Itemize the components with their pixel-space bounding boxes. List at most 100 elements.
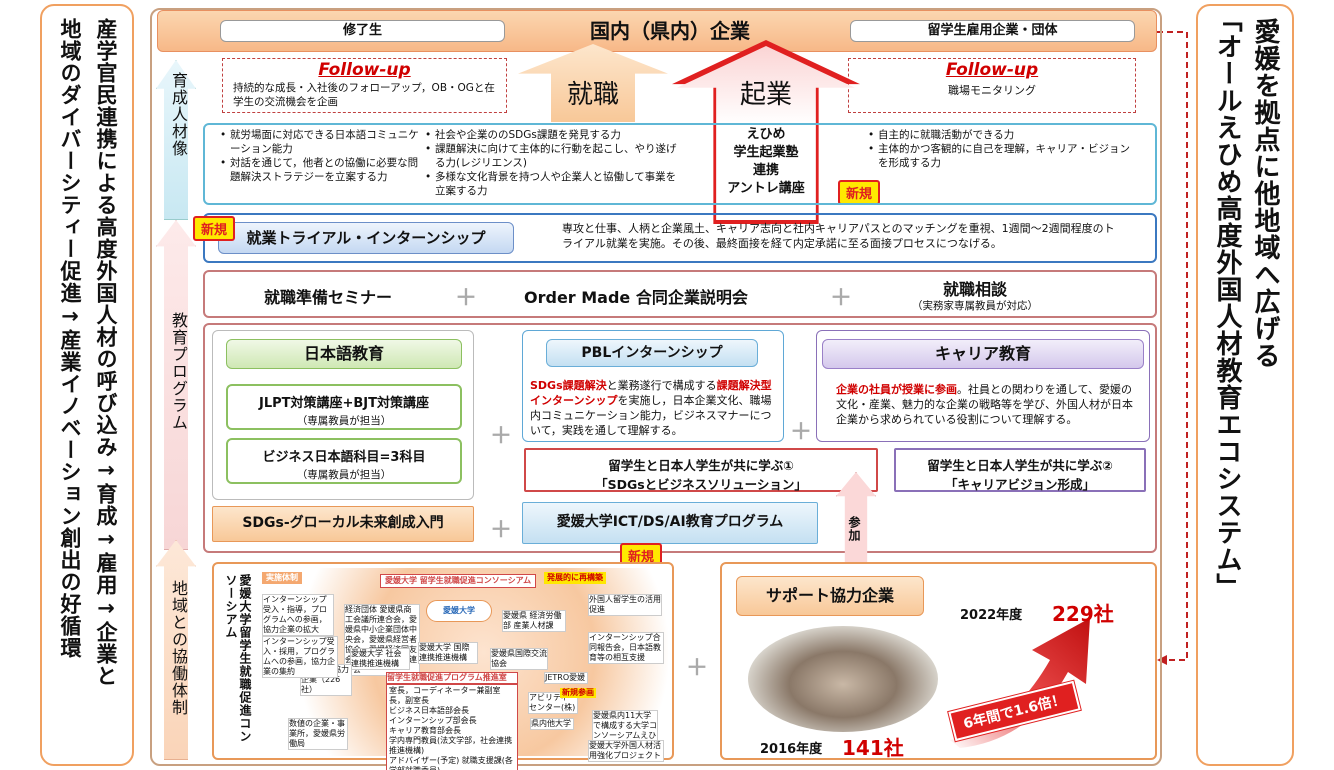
ability-item: 主体的かつ客観的に自己を理解，キャリア・ビジョンを形成する力 bbox=[868, 142, 1138, 170]
ordermade-label: Order Made 合同企業説明会 bbox=[524, 288, 748, 307]
jisshi-label: 実施体制 bbox=[262, 572, 302, 584]
pbl-title: PBLインターンシップ bbox=[546, 339, 758, 367]
followup-left-text: 持続的な成長・入社後のフォローアップ，OB・OGと在学生の交流機会を企画 bbox=[233, 82, 495, 108]
abilities-box bbox=[203, 123, 1157, 205]
left-title-line-1: 産学官民連携による高度外国人材の呼び込み→育成→雇用→企業と bbox=[94, 18, 118, 687]
ehime-juku-1: えひめ bbox=[746, 127, 786, 142]
node: ビジネス日本語部会長 bbox=[389, 706, 469, 715]
node: 愛媛大学 社会連携推進機構 bbox=[350, 648, 410, 670]
learn-together-1: 留学生と日本人学生が共に学ぶ① 「SDGsとビジネスソリューション」 bbox=[524, 448, 878, 492]
jlpt-sub: （専属教員が担当） bbox=[296, 415, 392, 427]
node: 愛媛県国際交流協会 bbox=[490, 648, 548, 670]
companies-label: 国内（県内）企業 bbox=[590, 19, 750, 43]
business-sub: （専属教員が担当） bbox=[296, 469, 392, 481]
plus-icon: ＋ bbox=[490, 518, 513, 543]
node: 愛媛大学 国際連携推進機構 bbox=[418, 642, 478, 664]
learn1-line2: 「SDGsとビジネスソリューション」 bbox=[595, 477, 807, 492]
followup-left: Follow-up 持続的な成長・入社後のフォローアップ，OB・OGと在学生の交… bbox=[222, 58, 507, 113]
consortium-new-badge: 発展的に再構築 bbox=[544, 572, 606, 584]
career-frame bbox=[816, 330, 1150, 442]
trial-desc: 専攻と仕事、人柄と企業風土、キャリア志向と社内キャリアパスとのマッチングを重視、… bbox=[562, 222, 1115, 250]
shushoku-label: 就職 bbox=[566, 80, 619, 110]
kigyo-label: 起業 bbox=[739, 80, 792, 110]
left-title-line-2: 地域のダイバーシティー促進→産業イノベーション創出の好循環 bbox=[58, 18, 82, 659]
ability-item: 自主的に就職活動ができる力 bbox=[868, 128, 1138, 142]
followup-right-text: 職場モニタリング bbox=[948, 84, 1036, 97]
new-badge-trial: 新規 bbox=[193, 216, 236, 241]
growth-arrow-icon bbox=[950, 618, 1090, 748]
plus-icon: ＋ bbox=[686, 656, 709, 681]
right-title-line-2: 「オールえひめ高度外国人材教育エコシステム」 bbox=[1212, 6, 1242, 600]
pbl-t4: を実施し，日本企業文化、職場内コミュニケーション能力，ビジネスマナーについて，実… bbox=[530, 394, 772, 437]
y2022-value: 229社 bbox=[1052, 602, 1114, 626]
ability-item: 就労場面に対応できる日本語コミュニケーション能力 bbox=[220, 128, 420, 156]
ability-item: 社会や企業ののSDGs課題を発見する力 bbox=[425, 128, 677, 142]
followup-right: Follow-up 職場モニタリング bbox=[848, 58, 1136, 113]
business-title: ビジネス日本語科目=3科目 bbox=[262, 450, 426, 465]
ict-program: 愛媛大学ICT/DS/AI教育プログラム bbox=[522, 502, 818, 544]
career-t1: 企業の社員が授業に参画 bbox=[836, 383, 957, 396]
node: キャリア教育部会長 bbox=[389, 726, 461, 735]
node: 愛媛大学外国人材活用強化プロジェクト bbox=[588, 740, 664, 762]
y2022-label: 2022年度 bbox=[960, 608, 1023, 623]
ability-item: 対話を通じて，他者との協働に必要な問題解決ストラテジーを立案する力 bbox=[220, 156, 420, 184]
plus-icon: ＋ bbox=[790, 420, 813, 445]
learn-together-2: 留学生と日本人学生が共に学ぶ② 「キャリアビジョン形成」 bbox=[894, 448, 1146, 492]
japanese-title: 日本語教育 bbox=[226, 339, 462, 369]
sdgs-glocal: SDGs-グローカル未来創成入門 bbox=[212, 506, 474, 542]
ability-item: 多様な文化背景を持つ人や企業人と協働して事業を立案する力 bbox=[425, 170, 677, 198]
node: インターンシップ受入・指導，プログラムへの参画，協力企業の拡大 bbox=[262, 594, 334, 636]
consortium-center: 愛媛大学 bbox=[426, 600, 492, 622]
node: 愛媛県 経済労働部 産業人材課 bbox=[502, 610, 566, 632]
node: 外国人留学生の活用促進 bbox=[588, 594, 662, 616]
abilities-col2: 社会や企業ののSDGs課題を発見する力 課題解決に向けて主体的に行動を起こし、や… bbox=[425, 128, 677, 198]
node: アドバイザー(予定) 就職支援課(各学部就職委員) bbox=[389, 756, 513, 770]
node: インターンシップ合同報告会，日本語教育等の相互支援 bbox=[588, 632, 664, 664]
pbl-desc: SDGs課題解決と業務遂行で構成する課題解決型インターンシップを実施し，日本企業… bbox=[530, 378, 778, 438]
learn2-line2: 「キャリアビジョン形成」 bbox=[944, 477, 1095, 492]
career-desc: 企業の社員が授業に参画。社員との関わりを通して、愛媛の文化・産業、魅力的な企業の… bbox=[836, 382, 1142, 427]
jlpt-title: JLPT対策講座+BJT対策講座 bbox=[258, 396, 430, 411]
plus-icon: ＋ bbox=[455, 286, 478, 311]
side-label-chiiki: 地域との協働体制 bbox=[169, 580, 188, 716]
plus-icon: ＋ bbox=[830, 286, 853, 311]
side-label-ikusei: 育成人材像 bbox=[169, 72, 188, 157]
consortium-header: 愛媛大学 留学生就職促進コンソーシアム bbox=[380, 574, 537, 588]
trial-title: 就業トライアル・インターンシップ bbox=[218, 222, 514, 254]
learn1-line1: 留学生と日本人学生が共に学ぶ① bbox=[608, 458, 794, 473]
business-box: ビジネス日本語科目=3科目 （専属教員が担当） bbox=[226, 438, 462, 484]
right-title-line-1: 愛媛を拠点に他地域へ広げる bbox=[1250, 18, 1280, 369]
node: 留学生就職促進プログラム推進室 bbox=[386, 672, 518, 684]
node: JETRO愛媛 bbox=[544, 672, 588, 684]
support-title: サポート協力企業 bbox=[736, 576, 924, 616]
career-title: キャリア教育 bbox=[822, 339, 1144, 369]
ehime-juku-3: 連携 bbox=[752, 163, 779, 178]
node: インターンシップ受入・採用，プログラムへの参画，協力企業の集約 bbox=[262, 636, 338, 678]
soudan-label: 就職相談 bbox=[942, 280, 1007, 299]
ehime-juku: えひめ 学生起業塾 連携 アントレ講座 bbox=[716, 126, 816, 198]
right-title-frame: 愛媛を拠点に他地域へ広げる 「オールえひめ高度外国人材教育エコシステム」 bbox=[1196, 4, 1294, 766]
employers-label: 留学生雇用企業・団体 bbox=[850, 20, 1135, 42]
abilities-col1: 就労場面に対応できる日本語コミュニケーション能力 対話を通じて，他者との協働に必… bbox=[220, 128, 420, 184]
ability-item: 課題解決に向けて主体的に行動を起こし、やり遂げる力(レジリエンス) bbox=[425, 142, 677, 170]
main-frame bbox=[150, 8, 1162, 766]
node: 数値の企業・事業所，愛媛県労働局 bbox=[288, 718, 348, 750]
learn2-line1: 留学生と日本人学生が共に学ぶ② bbox=[927, 458, 1113, 473]
seminar-label: 就職準備セミナー bbox=[264, 288, 393, 307]
side-label-kyoiku: 教育プログラム bbox=[169, 312, 188, 431]
career-t2: 。社員との関わりを通して、愛媛の文化・産業、魅力的な企業の戦略等を学び、外国人材… bbox=[836, 383, 1133, 426]
y2016-label: 2016年度 bbox=[760, 742, 823, 757]
left-title-frame: 産学官民連携による高度外国人材の呼び込み→育成→雇用→企業と 地域のダイバーシテ… bbox=[40, 4, 134, 766]
node: 新規参画 bbox=[560, 688, 596, 698]
pbl-frame bbox=[522, 330, 784, 442]
dashed-connector bbox=[1157, 31, 1188, 665]
node: 室長，コーディネーター兼副室長，副室長 bbox=[389, 686, 501, 705]
new-badge-kigyo: 新規 bbox=[838, 180, 881, 205]
seminar-row bbox=[203, 270, 1157, 318]
consortium-members: 室長，コーディネーター兼副室長，副室長 ビジネス日本語部会長 インターンシップ部… bbox=[386, 684, 518, 770]
followup-left-title: Follow-up bbox=[318, 60, 411, 80]
pbl-t1: SDGs課題解決 bbox=[530, 379, 607, 392]
education-frame bbox=[203, 323, 1157, 553]
meeting-photo bbox=[748, 626, 938, 732]
soudan-sub: （実務家専属教員が対応） bbox=[912, 300, 1038, 312]
